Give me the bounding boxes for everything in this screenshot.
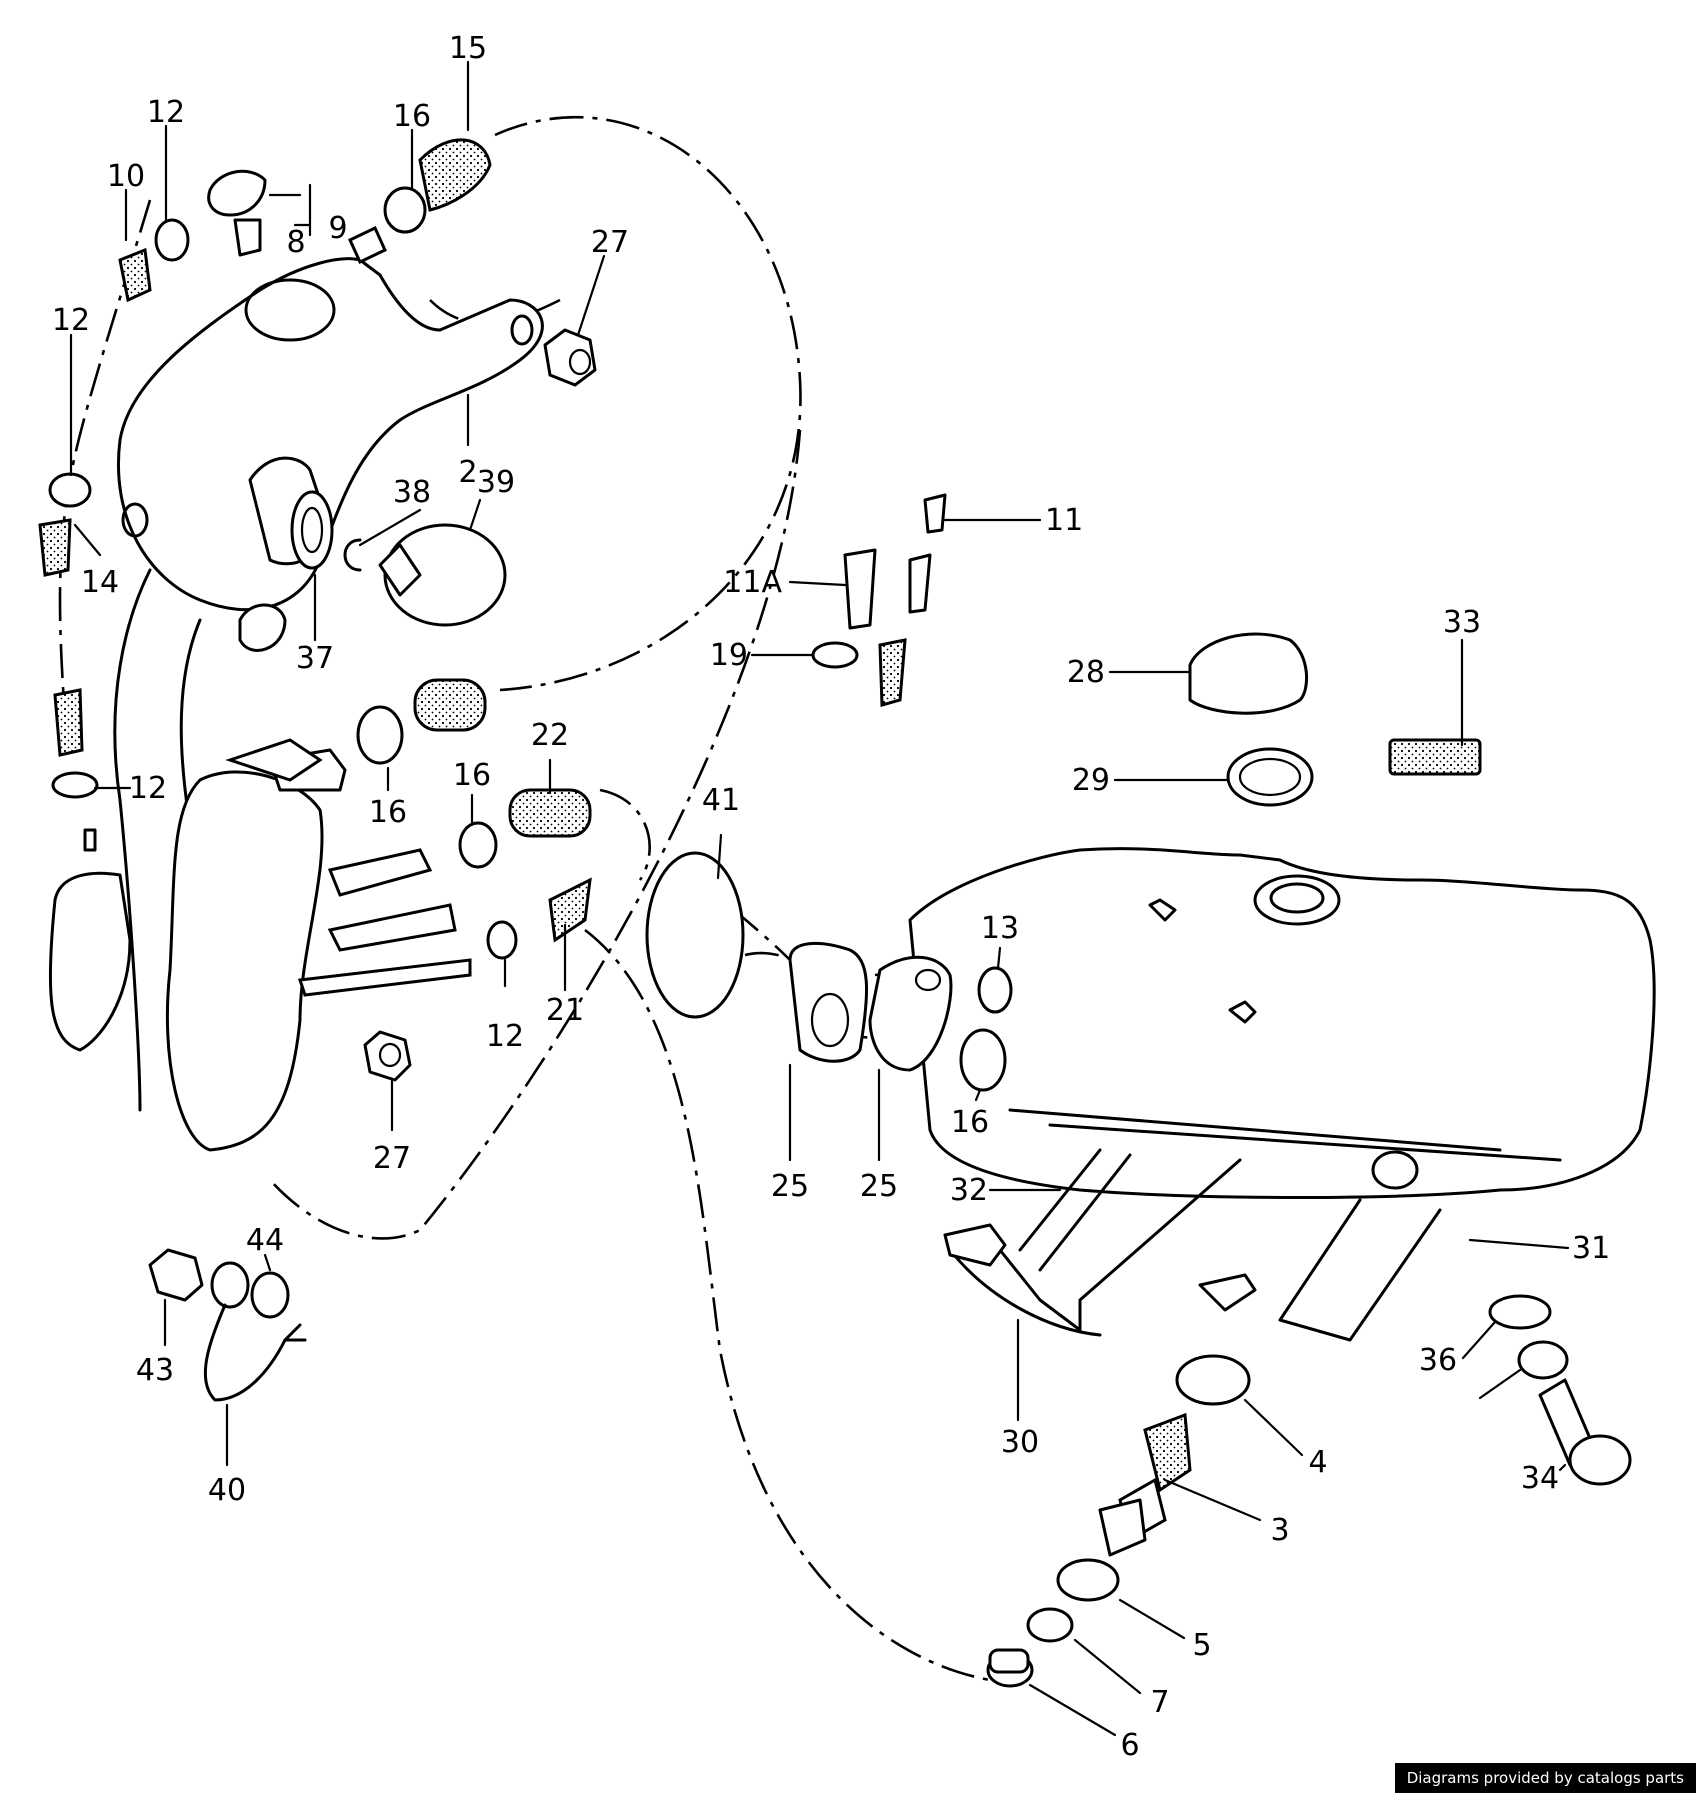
callout-3: 3	[1270, 1513, 1289, 1548]
callout-7: 7	[1150, 1685, 1169, 1720]
callout-37: 37	[296, 641, 334, 676]
callout-40: 40	[208, 1473, 246, 1508]
callout-13: 13	[981, 911, 1019, 946]
callout-22: 22	[531, 718, 569, 753]
callout-36: 36	[1419, 1343, 1457, 1378]
callout-29: 29	[1072, 763, 1110, 798]
callout-2: 2	[458, 455, 477, 490]
callout-12: 12	[129, 771, 167, 806]
callout-4: 4	[1308, 1445, 1327, 1480]
leader-lines	[69, 60, 1570, 1737]
hose-clamps	[48, 186, 1569, 1602]
callout-16: 16	[951, 1105, 989, 1140]
callout-27: 27	[591, 225, 629, 260]
callout-25: 25	[771, 1169, 809, 1204]
callout-30: 30	[1001, 1425, 1039, 1460]
callout-41: 41	[702, 783, 740, 818]
callout-16: 16	[369, 795, 407, 830]
callout-6: 6	[1120, 1728, 1139, 1763]
callout-21: 21	[546, 993, 584, 1028]
filler-neck-housing	[117, 257, 544, 652]
callout-39: 39	[477, 465, 515, 500]
hoses	[38, 138, 1482, 1543]
callout-12: 12	[486, 1019, 524, 1054]
fuel-tank	[908, 847, 1656, 1199]
callout-25: 25	[860, 1169, 898, 1204]
callout-31: 31	[1572, 1231, 1610, 1266]
callout-11: 11	[1045, 503, 1083, 538]
callout-14: 14	[81, 565, 119, 600]
callout-32: 32	[950, 1173, 988, 1208]
callout-10: 10	[107, 159, 145, 194]
callout-16: 16	[393, 99, 431, 134]
callout-38: 38	[393, 475, 431, 510]
tank-straps	[948, 1148, 1442, 1342]
callout-15: 15	[449, 31, 487, 66]
callout-5: 5	[1192, 1628, 1211, 1663]
callout-28: 28	[1067, 655, 1105, 690]
callout-34: 34	[1521, 1461, 1559, 1496]
callout-11a: 11A	[723, 565, 782, 600]
callout-43: 43	[136, 1353, 174, 1388]
callout-44: 44	[246, 1223, 284, 1258]
callout-19: 19	[710, 638, 748, 673]
callout-labels: 15 12 16 10 9 8 27 12 2 38 39 14 37 11 1…	[52, 31, 1610, 1763]
callout-27: 27	[373, 1141, 411, 1176]
reservoir	[48, 748, 347, 1152]
callout-33: 33	[1443, 605, 1481, 640]
fittings-and-parts	[148, 169, 1632, 1688]
callout-9: 9	[328, 211, 347, 246]
callout-12: 12	[52, 303, 90, 338]
credit-badge: Diagrams provided by catalogs parts	[1394, 1763, 1696, 1793]
callout-16: 16	[453, 758, 491, 793]
callout-8: 8	[286, 225, 305, 260]
callout-12: 12	[147, 95, 185, 130]
